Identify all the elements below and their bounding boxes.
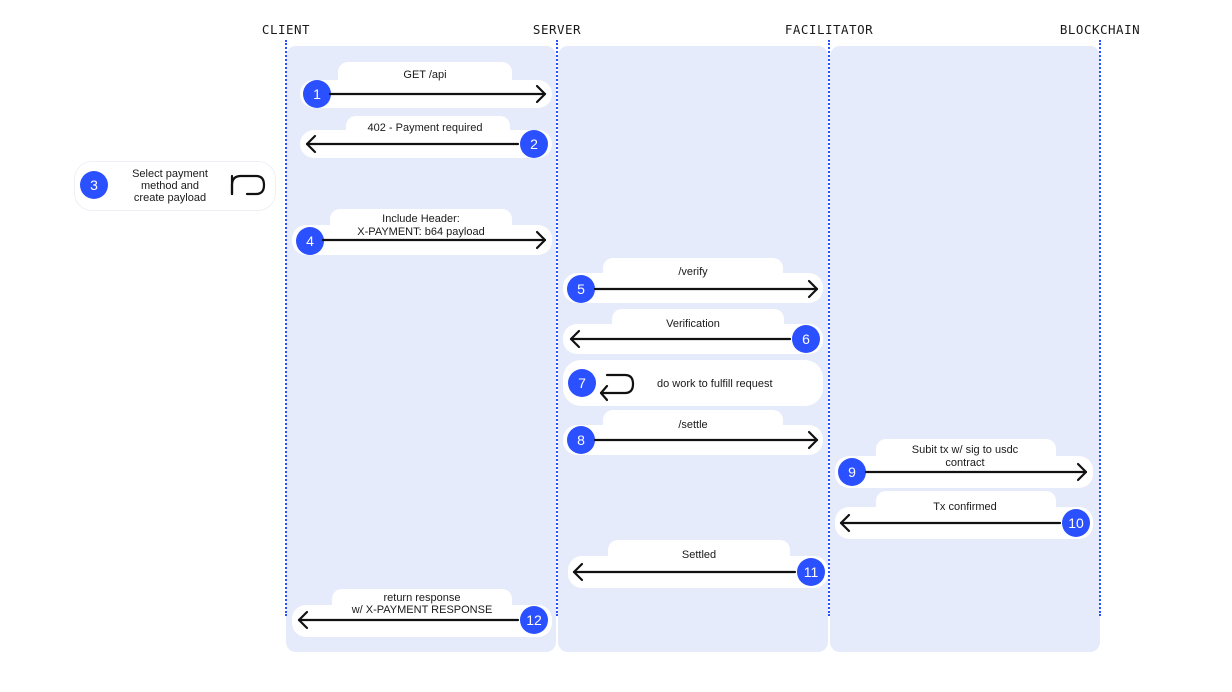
step-4-arrow bbox=[321, 230, 547, 250]
step-7-label: do work to fulfill request bbox=[657, 378, 773, 390]
facilitator-lifeline bbox=[828, 40, 830, 616]
step-11-label: Settled bbox=[681, 549, 717, 561]
step-7-loop-arrow bbox=[599, 373, 635, 402]
step-4-label-line-2: X-PAYMENT: b64 payload bbox=[357, 226, 485, 238]
step-10-badge: 10 bbox=[1062, 509, 1090, 537]
step-3-badge: 3 bbox=[80, 171, 108, 199]
step-5-arrow bbox=[593, 279, 819, 299]
lane-header-server: SERVER bbox=[532, 22, 582, 37]
step-9-arrow bbox=[864, 462, 1088, 482]
step-10-label: Tx confirmed bbox=[933, 501, 997, 513]
lane-header-facilitator: FACILITATOR bbox=[784, 22, 874, 37]
step-7-badge: 7 bbox=[568, 369, 596, 397]
step-6-label: Verification bbox=[666, 318, 720, 330]
step-8-badge: 8 bbox=[567, 426, 595, 454]
step-2-arrow bbox=[305, 134, 520, 154]
step-1-label: GET /api bbox=[403, 69, 447, 81]
step-3-loop-arrow bbox=[230, 174, 266, 196]
step-2-label: 402 - Payment required bbox=[367, 122, 483, 134]
step-11-badge: 11 bbox=[797, 558, 825, 586]
step-9-badge: 9 bbox=[838, 458, 866, 486]
lane-header-client: CLIENT bbox=[261, 22, 311, 37]
step-12-arrow bbox=[297, 610, 520, 630]
facilitator-blockchain-column bbox=[830, 46, 1100, 652]
step-3-label-line-3: create payload bbox=[133, 192, 207, 204]
step-1-badge: 1 bbox=[303, 80, 331, 108]
step-10-arrow bbox=[839, 513, 1062, 533]
step-11-arrow bbox=[572, 562, 797, 582]
step-5-badge: 5 bbox=[567, 275, 595, 303]
step-12-label-line-1: return response bbox=[383, 592, 461, 604]
client-lifeline bbox=[285, 40, 287, 616]
step-12-label-line-2: w/ X-PAYMENT RESPONSE bbox=[351, 604, 493, 616]
step-4-label-line-1: Include Header: bbox=[382, 213, 460, 225]
step-2-badge: 2 bbox=[520, 130, 548, 158]
step-5-label: /verify bbox=[678, 266, 708, 278]
step-6-arrow bbox=[569, 329, 792, 349]
step-1-arrow bbox=[328, 84, 547, 104]
step-6-badge: 6 bbox=[792, 325, 820, 353]
step-12-badge: 12 bbox=[520, 606, 548, 634]
server-lifeline bbox=[556, 40, 558, 616]
lane-header-blockchain: BLOCKCHAIN bbox=[1059, 22, 1141, 37]
step-9-label-line-1: Subit tx w/ sig to usdc bbox=[911, 444, 1019, 456]
step-8-arrow bbox=[593, 430, 819, 450]
step-4-badge: 4 bbox=[296, 227, 324, 255]
step-9-label-line-2: contract bbox=[945, 457, 985, 469]
blockchain-lifeline bbox=[1099, 40, 1101, 616]
step-3-label-line-1: Select payment bbox=[132, 168, 208, 180]
step-3-label-line-2: method and bbox=[140, 180, 200, 192]
step-8-label: /settle bbox=[678, 419, 708, 431]
